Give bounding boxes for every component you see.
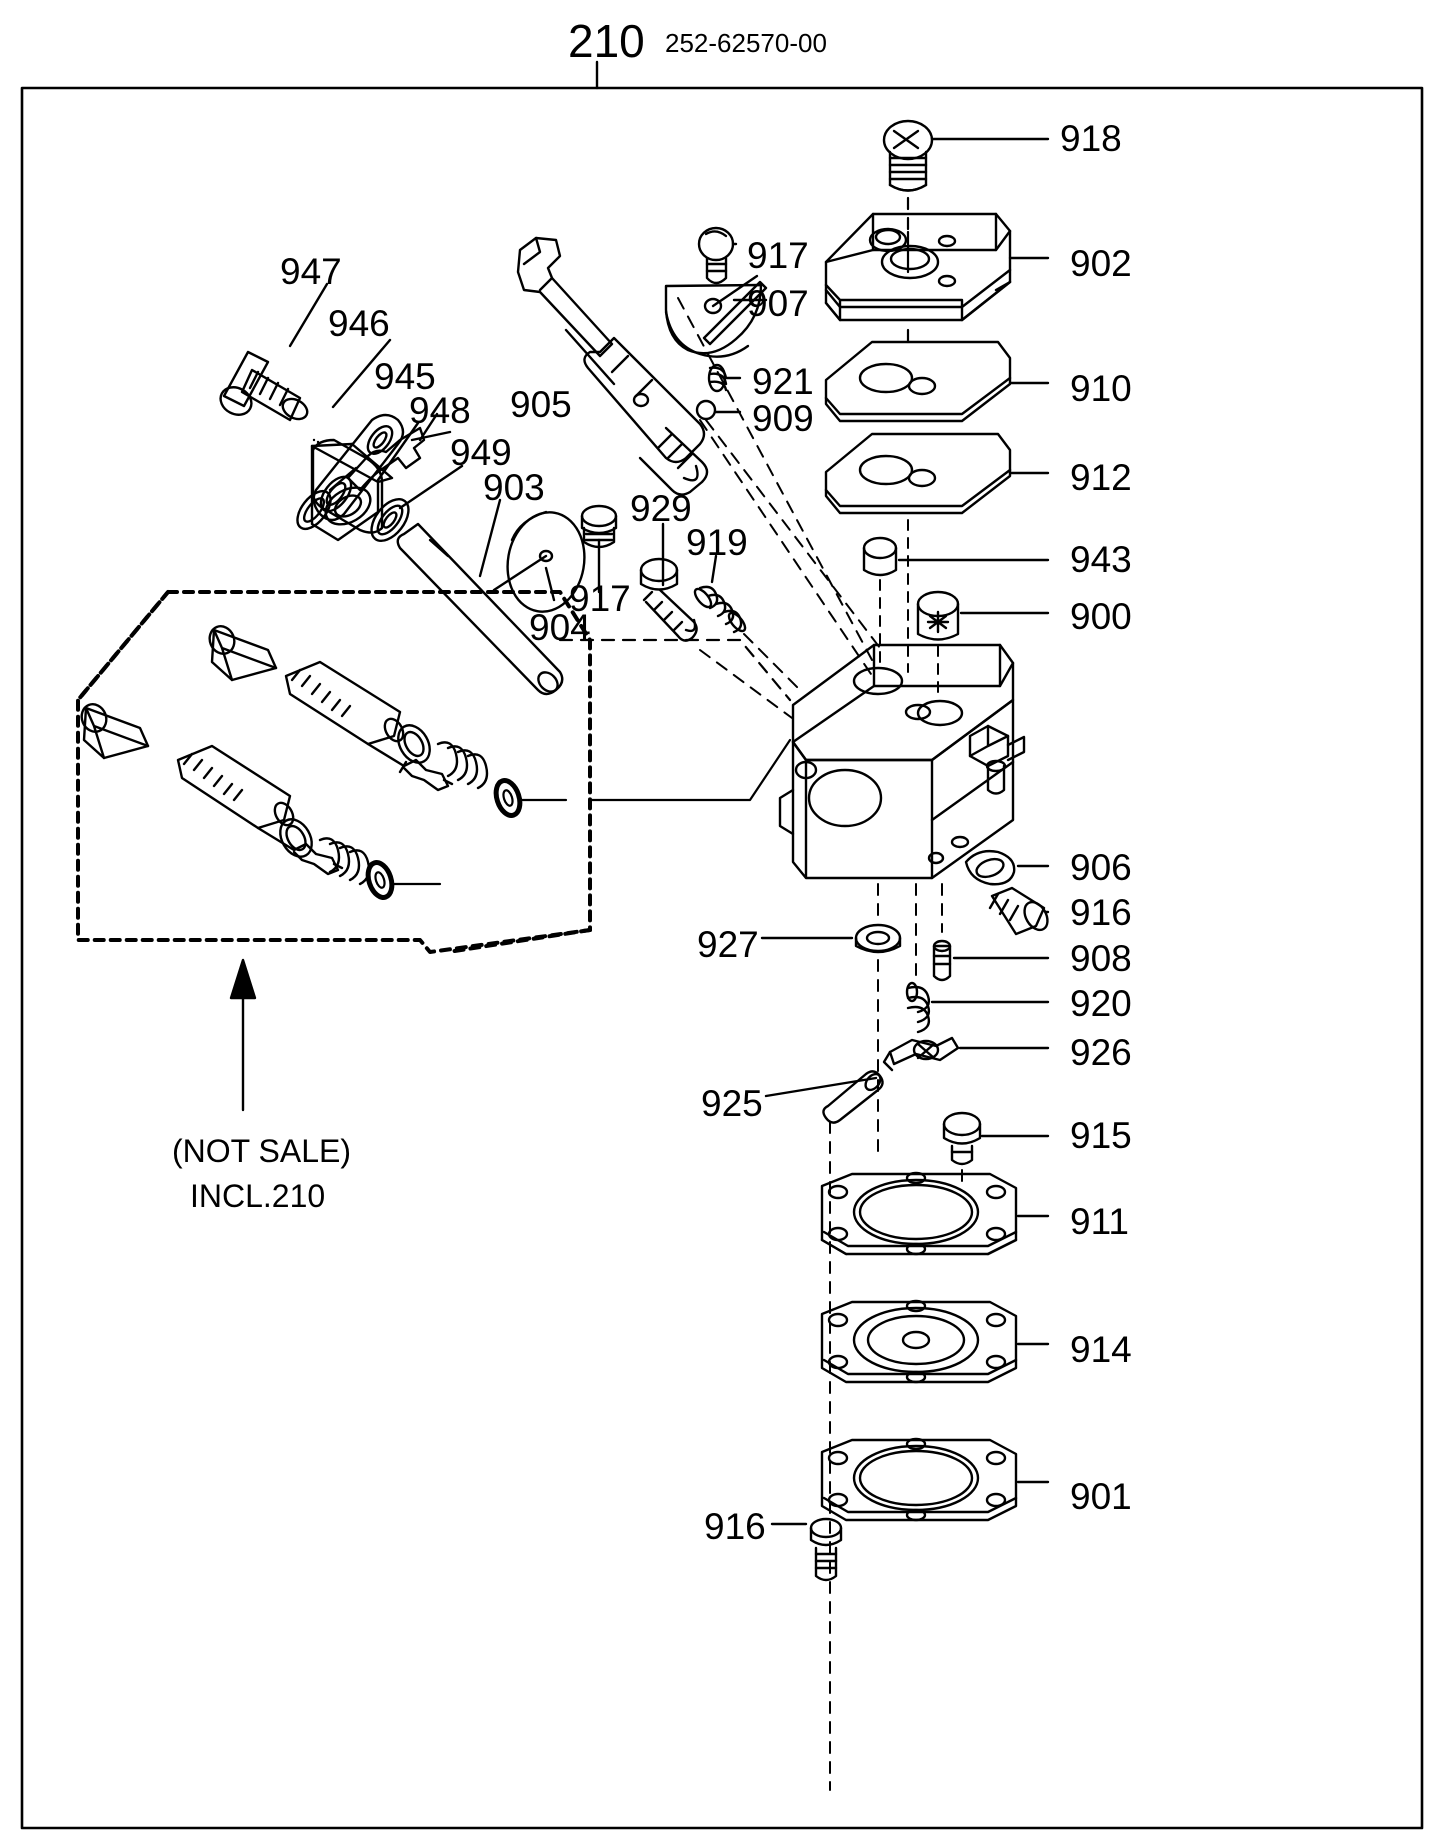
part-915-screw — [942, 1111, 982, 1166]
part-902-cover — [824, 212, 1012, 322]
leader-905 — [564, 328, 616, 386]
callout-919: 919 — [686, 522, 748, 563]
callout-945: 945 — [374, 356, 436, 397]
part-949-washer — [370, 498, 410, 542]
leader-919 — [710, 554, 718, 584]
part-901-cover — [820, 1437, 1018, 1522]
part-904-plate — [492, 510, 586, 613]
part-900-screen — [916, 590, 960, 641]
part-912-diaphragm — [824, 432, 1012, 515]
callout-903: 903 — [483, 467, 545, 508]
part-927-washer — [854, 923, 902, 954]
part-914-diaphragm — [820, 1299, 1018, 1384]
callout-927: 927 — [697, 924, 759, 965]
callout-925: 925 — [701, 1083, 763, 1124]
part-909-ball — [695, 399, 717, 421]
callout-902: 902 — [1070, 243, 1132, 284]
leader-946 — [331, 338, 392, 409]
leader-945 — [418, 412, 439, 442]
callout-947: 947 — [280, 251, 342, 292]
part-921-spring — [707, 363, 728, 393]
callout-949: 949 — [450, 432, 512, 473]
callout-916-bottom: 916 — [704, 1506, 766, 1547]
leader-949 — [398, 464, 464, 510]
part-916-screw-bottom — [809, 1517, 843, 1582]
part-carburetor-body — [778, 643, 1026, 880]
leader-948 — [376, 421, 420, 482]
part-947-screw — [219, 350, 309, 422]
part-916-screw-upper — [988, 886, 1049, 936]
callout-921: 921 — [752, 361, 814, 402]
callout-946: 946 — [328, 303, 390, 344]
leader-947 — [288, 282, 329, 348]
part-919-spring — [693, 585, 747, 634]
part-911-gasket — [820, 1171, 1018, 1256]
part-948-sleeve — [310, 438, 394, 542]
part-945-lever — [296, 426, 426, 531]
callout-926: 926 — [1070, 1032, 1132, 1073]
part-920-spring — [905, 981, 931, 1034]
callout-914: 914 — [1070, 1329, 1132, 1370]
part-905-choke-shaft — [516, 236, 709, 496]
callout-929: 929 — [630, 488, 692, 529]
callout-916-upper: 916 — [1070, 892, 1132, 933]
callout-910: 910 — [1070, 368, 1132, 409]
part-918-screw — [882, 119, 934, 192]
part-910-gasket — [824, 340, 1012, 423]
part-917-screw-lower — [580, 504, 618, 549]
part-943-plug — [862, 536, 898, 577]
callout-943: 943 — [1070, 539, 1132, 580]
part-907-plate — [664, 274, 768, 358]
part-code: 252-62570-00 — [665, 28, 827, 58]
not-sale-contents — [80, 625, 568, 900]
part-926-lever — [882, 1036, 960, 1072]
not-sale-enclosure — [76, 590, 592, 954]
diagram-border — [20, 86, 1424, 1830]
note-included-in: INCL.210 — [190, 1178, 326, 1214]
page-number: 210 — [568, 15, 645, 67]
callout-904: 904 — [529, 607, 591, 648]
callout-917-lower: 917 — [569, 578, 631, 619]
note-not-sale: (NOT SALE) — [172, 1133, 351, 1169]
callout-908: 908 — [1070, 938, 1132, 979]
callout-905: 905 — [510, 384, 572, 425]
leader-925 — [764, 1076, 878, 1098]
part-917-screw-upper — [697, 226, 735, 285]
part-903-shaft — [396, 522, 564, 696]
callout-906: 906 — [1070, 847, 1132, 888]
callout-918: 918 — [1060, 118, 1122, 159]
part-906-gasket — [964, 849, 1016, 886]
callout-948: 948 — [409, 390, 471, 431]
callout-909: 909 — [752, 398, 814, 439]
leader-904 — [544, 566, 556, 602]
not-sale-arrow — [229, 958, 257, 1112]
callout-917-upper: 917 — [747, 235, 809, 276]
callout-900: 900 — [1070, 596, 1132, 637]
part-908-needle — [932, 939, 952, 982]
callout-920: 920 — [1070, 983, 1132, 1024]
callout-911: 911 — [1070, 1201, 1129, 1242]
callout-901: 901 — [1070, 1476, 1132, 1517]
callout-915: 915 — [1070, 1115, 1132, 1156]
part-929-screw — [639, 557, 698, 642]
leader-903 — [478, 498, 502, 578]
callout-907: 907 — [747, 283, 809, 324]
callout-912: 912 — [1070, 457, 1132, 498]
leader-948-anchor — [410, 430, 452, 442]
